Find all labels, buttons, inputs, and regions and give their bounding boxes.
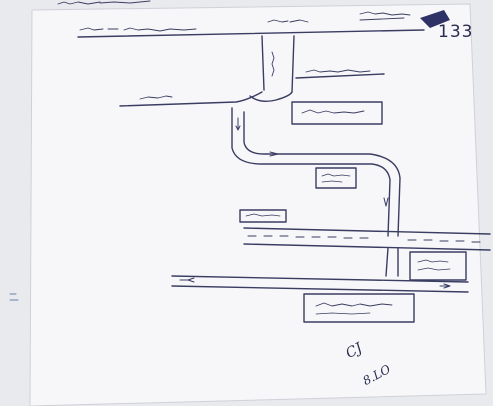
map-ink: [9, 0, 491, 323]
ink-stamp-mark: [420, 10, 450, 28]
paper-sheet: [29, 3, 487, 406]
page-number: 133: [438, 22, 474, 42]
